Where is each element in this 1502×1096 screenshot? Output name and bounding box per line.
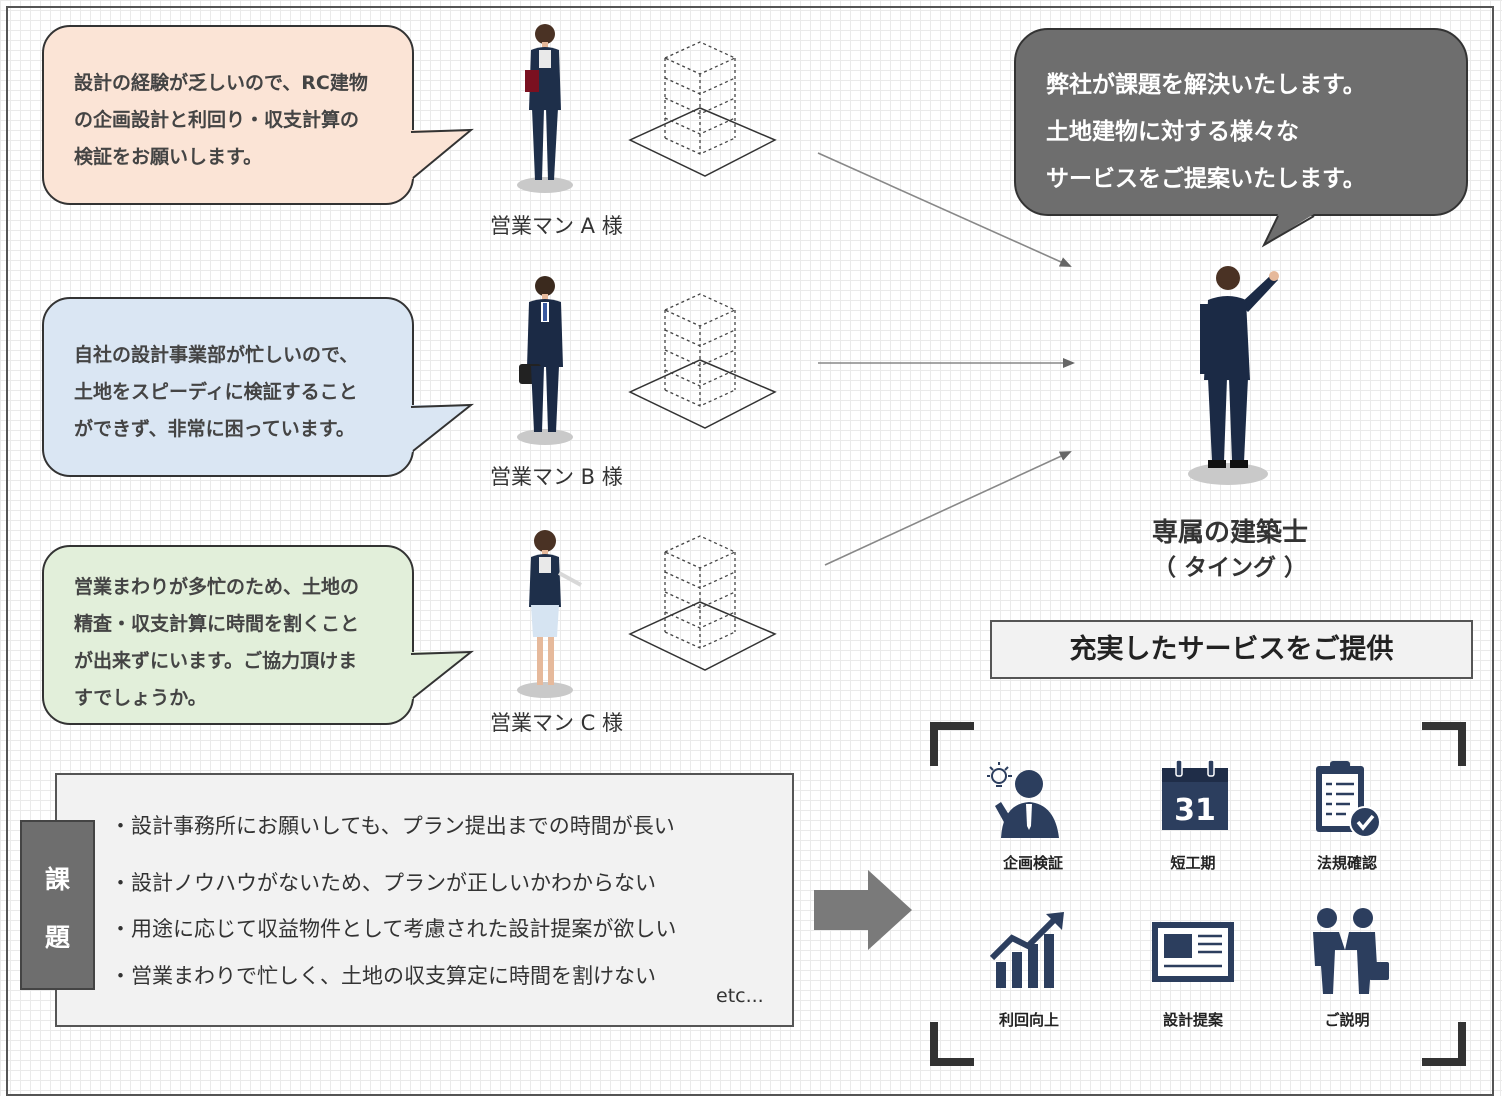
service-label-regulation: 法規確認 <box>1316 854 1377 872</box>
bracket-top-left <box>930 722 974 766</box>
businessman-b-figure <box>517 276 573 445</box>
service-label-short-term: 短工期 <box>1170 854 1216 872</box>
bubble-c-line-3: が出来ずにいます。ご協力頂けま <box>74 650 358 672</box>
businesswoman-a-figure <box>517 24 573 193</box>
bubble-a-line-3: 検証をお願いします。 <box>74 146 263 168</box>
service-label-design-proposal: 設計提案 <box>1162 1011 1223 1029</box>
bracket-bottom-right <box>1422 1022 1466 1066</box>
building-b-icon <box>628 293 777 429</box>
service-label-explanation: ご説明 <box>1324 1011 1370 1029</box>
building-a-icon <box>628 41 777 177</box>
big-right-arrow <box>814 870 912 950</box>
label-salesman-c: 営業マン C 様 <box>490 711 624 735</box>
architect-speech-bubble: 弊社が課題を解決いたします。 土地建物に対する様々な サービスをご提案いたします… <box>1014 28 1468 216</box>
issue-item-4: ・営業まわりで忙しく、土地の収支算定に時間を割けない <box>110 964 656 988</box>
service-label-yield: 利回向上 <box>998 1011 1059 1029</box>
issues-tag-char-2: 題 <box>44 923 70 952</box>
bubble-a-line-2: の企画設計と利回り・収支計算の <box>74 109 360 131</box>
bubble-b-line-2: 土地をスピーディに検証すること <box>74 381 358 403</box>
bubble-b-line-1: 自社の設計事業部が忙しいので、 <box>74 344 359 366</box>
architect-title: 専属の建築士 <box>1151 518 1308 548</box>
building-c-icon <box>628 535 777 671</box>
bracket-bottom-left <box>930 1022 974 1066</box>
calendar-day-text: 31 <box>1174 793 1216 828</box>
speech-bubble-a: 設計の経験が乏しいので、RC建物 の企画設計と利回り・収支計算の 検証をお願いし… <box>42 25 414 205</box>
issue-item-2: ・設計ノウハウがないため、プランが正しいかわからない <box>110 871 656 895</box>
arrow-c <box>824 451 1072 566</box>
bubble-c-tail <box>410 650 474 700</box>
issue-item-3: ・用途に応じて収益物件として考慮された設計提案が欲しい <box>110 917 677 941</box>
architect-figure <box>1188 266 1279 485</box>
bubble-a-line-1: 設計の経験が乏しいので、RC建物 <box>74 72 368 94</box>
bubble-b-line-3: ができず、非常に困っています。 <box>74 418 355 440</box>
bubble-c-line-4: すでしょうか。 <box>74 687 207 709</box>
label-salesman-a: 営業マン A 様 <box>490 214 623 238</box>
bubble-c-line-2: 精査・収支計算に時間を割くこと <box>74 613 360 635</box>
architect-bubble-tail <box>1261 214 1315 248</box>
growth-chart-icon <box>990 912 1064 988</box>
issues-etc: etc... <box>716 985 764 1007</box>
idea-person-icon <box>987 762 1059 838</box>
issue-item-1: ・設計事務所にお願いしても、プラン提出までの時間が長い <box>110 814 675 838</box>
issues-box <box>55 773 794 1027</box>
bracket-top-right <box>1422 722 1466 766</box>
architect-subtitle: （ タイング ） <box>1152 555 1307 581</box>
handshake-icon <box>1313 908 1389 994</box>
checklist-icon <box>1316 761 1381 838</box>
document-layout-icon <box>1152 922 1234 982</box>
label-salesman-b: 営業マン B 様 <box>490 465 623 489</box>
services-heading: 充実したサービスをご提供 <box>990 620 1473 679</box>
speech-bubble-b: 自社の設計事業部が忙しいので、 土地をスピーディに検証すること ができず、非常に… <box>42 297 414 477</box>
bubble-b-tail <box>410 403 474 453</box>
architect-speech-line-1: 弊社が課題を解決いたします。 <box>1046 72 1366 98</box>
bubble-a-tail <box>410 128 474 180</box>
calendar-icon: 31 <box>1162 759 1228 830</box>
architect-speech-line-3: サービスをご提案いたします。 <box>1046 166 1366 192</box>
issues-tag: 課 題 <box>20 820 95 990</box>
service-label-planning: 企画検証 <box>1002 854 1063 872</box>
businesswoman-c-figure <box>517 530 582 698</box>
issues-tag-char-1: 課 <box>44 865 70 894</box>
arrow-a <box>817 152 1072 267</box>
bubble-c-line-1: 営業まわりが多忙のため、土地の <box>74 576 360 598</box>
architect-speech-line-2: 土地建物に対する様々な <box>1046 119 1299 145</box>
speech-bubble-c: 営業まわりが多忙のため、土地の 精査・収支計算に時間を割くこと が出来ずにいます… <box>42 545 414 725</box>
